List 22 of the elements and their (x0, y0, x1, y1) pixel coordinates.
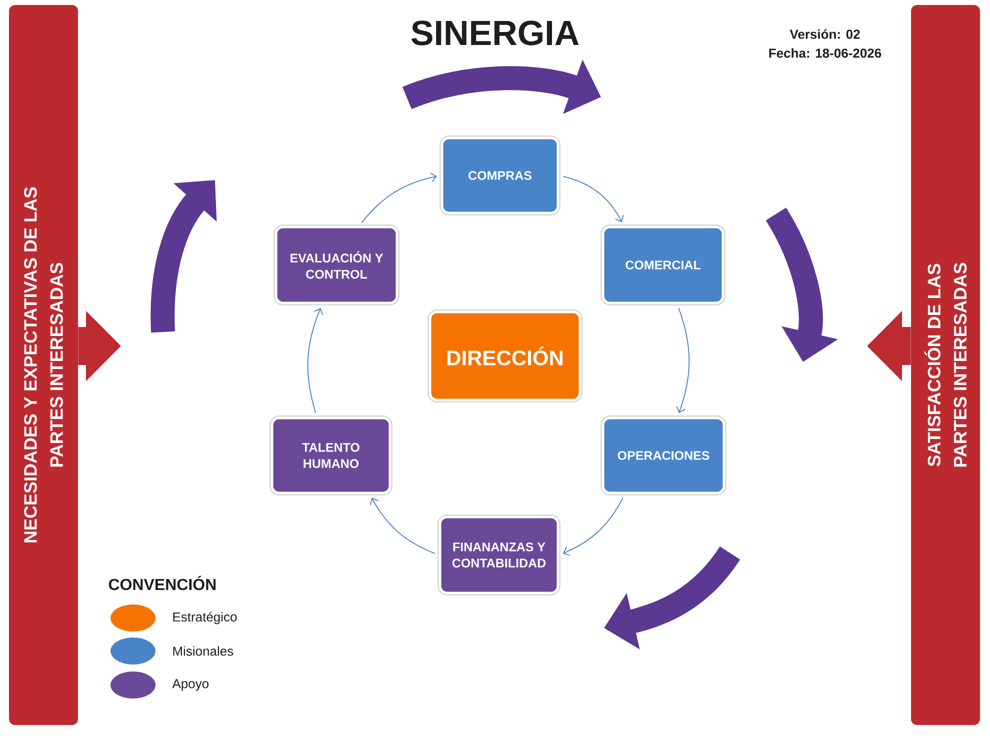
process-box: OPERACIONES (600, 416, 726, 496)
process-box: TALENTO HUMANO (270, 416, 392, 496)
arrow (676, 308, 690, 413)
process-box: DIRECCIÓN (428, 310, 582, 402)
date-text: Fecha: 18-06-2026 (769, 48, 882, 58)
process-box: FINANANZAS Y CONTABILIDAD (438, 514, 560, 596)
version-text: Versión: 02 (790, 29, 860, 39)
arrow (562, 497, 624, 556)
arrow (370, 498, 436, 554)
title: SINERGIA (411, 20, 579, 46)
process-box: COMPRAS (440, 136, 560, 216)
side-banner: SATISFACCIÓN DE LAS PARTES INTERESADAS (911, 5, 980, 725)
side-banner: NECESIDADES Y EXPECTATIVAS DE LAS PARTES INTERESADAS (9, 5, 78, 725)
arrow (307, 308, 324, 414)
legend-heading: CONVENCIÓN (108, 576, 216, 590)
process-box: COMERCIAL (600, 224, 726, 306)
arrow (562, 176, 624, 222)
legend-label: Apoyo (172, 679, 209, 691)
arrow (361, 172, 437, 224)
legend-label: Estratégico (173, 612, 237, 624)
process-box: EVALUACIÓN Y CONTROL (274, 224, 400, 306)
legend-label: Misionales (173, 646, 234, 656)
